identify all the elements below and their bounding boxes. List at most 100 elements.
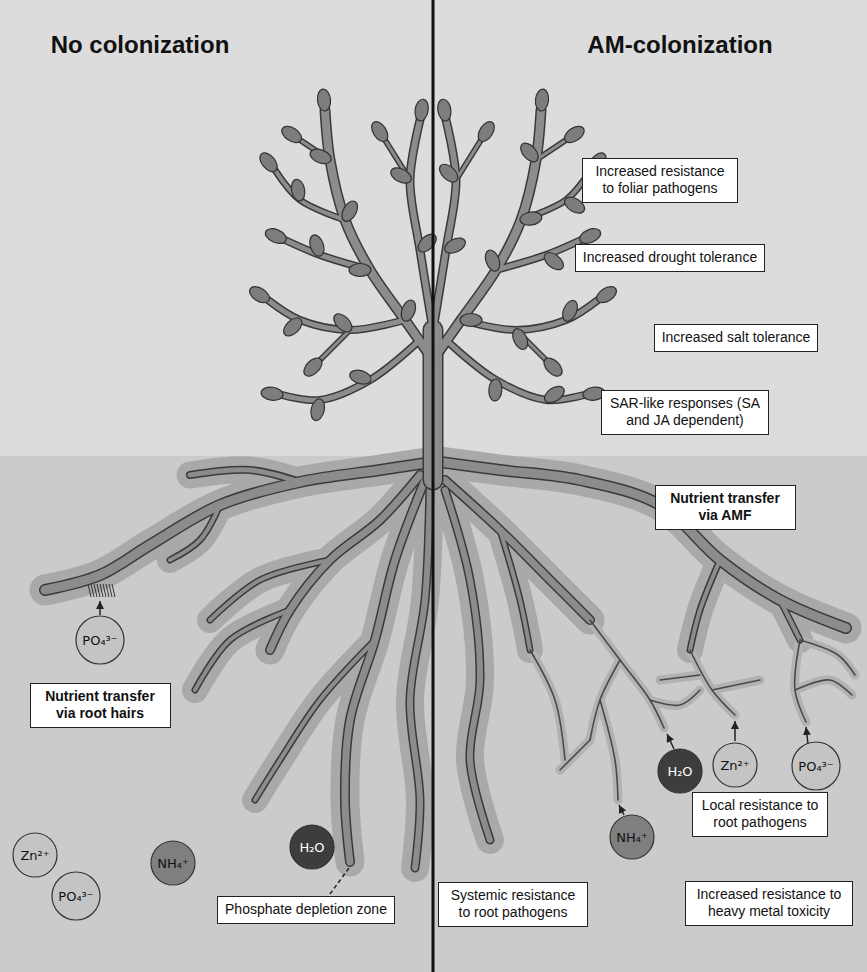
- branch-outline: [282, 340, 420, 400]
- box-text: Nutrient transfer via AMF: [663, 490, 788, 525]
- leaf: [263, 226, 288, 247]
- annotation-box: Nutrient transfer via AMF: [655, 485, 796, 530]
- root-hair: [94, 584, 97, 597]
- leaf: [542, 383, 568, 406]
- root: [440, 462, 846, 628]
- hypha-halo: [660, 675, 700, 680]
- panel-heading: AM-colonization: [587, 31, 772, 59]
- nutrient-ion-circle: NH₄⁺: [609, 814, 655, 860]
- root: [190, 470, 300, 482]
- box-text: Nutrient transfer via root hairs: [38, 688, 163, 723]
- branch: [456, 140, 481, 180]
- branch: [433, 110, 541, 360]
- root-hair: [103, 584, 106, 597]
- box-text: SAR-like responses (SA and JA dependent): [609, 395, 761, 430]
- leaf: [460, 313, 482, 326]
- divider-line: [432, 0, 435, 972]
- root: [255, 640, 375, 800]
- branch: [536, 140, 566, 160]
- leaf: [541, 249, 566, 273]
- annotation-box: Local resistance to root pathogens: [692, 792, 828, 837]
- fungal-hypha: [530, 650, 565, 760]
- leaf: [348, 368, 373, 387]
- leaf: [541, 355, 566, 380]
- branch: [275, 170, 345, 220]
- leaf: [316, 88, 331, 111]
- leaf: [483, 248, 503, 273]
- leaf: [279, 123, 305, 146]
- branch-outline: [456, 140, 481, 180]
- leader-line: [330, 868, 349, 894]
- annotation-box: SAR-like responses (SA and JA dependent): [601, 390, 769, 435]
- annotation-box: Increased drought tolerance: [575, 244, 765, 272]
- ion-circle: [290, 825, 334, 869]
- fungal-hypha: [600, 700, 618, 800]
- rhizosphere-halo: [45, 462, 855, 868]
- leaf: [475, 119, 498, 145]
- annotation-box: Systemic resistance to root pathogens: [438, 882, 588, 927]
- nutrient-ion-circle: PO₄³⁻: [75, 615, 125, 665]
- hypha-halo: [650, 690, 700, 705]
- root: [210, 560, 330, 620]
- leaf: [260, 386, 284, 402]
- ion-label: NH₄⁺: [616, 830, 648, 845]
- leaf: [560, 298, 581, 323]
- leaf: [257, 150, 281, 175]
- leaf: [388, 165, 414, 187]
- ion-circle: [792, 742, 840, 790]
- uptake-arrow: [734, 721, 736, 741]
- root-halo: [690, 560, 720, 650]
- box-text: Increased salt tolerance: [662, 329, 811, 347]
- ion-circle: [151, 841, 195, 885]
- fungal-hypha: [795, 680, 852, 695]
- branch: [325, 110, 433, 360]
- leaf: [510, 326, 531, 351]
- nutrient-ion-circle: H₂O: [657, 748, 703, 794]
- box-text: Increased resistance to heavy metal toxi…: [693, 886, 845, 921]
- leaf: [488, 379, 502, 402]
- leaf: [368, 119, 391, 145]
- leaf: [309, 398, 327, 422]
- leaf: [290, 178, 307, 202]
- box-text: Systemic resistance to root pathogens: [446, 887, 580, 922]
- uptake-arrow: [667, 734, 674, 749]
- root: [500, 530, 530, 650]
- ion-circle: [658, 749, 702, 793]
- leaf: [399, 298, 419, 323]
- root-hair: [112, 584, 115, 597]
- root: [445, 480, 590, 620]
- leaf: [517, 140, 541, 165]
- branch-outline: [320, 330, 350, 360]
- root-outline: [190, 470, 300, 482]
- fungal-hypha: [712, 680, 760, 690]
- root-outline: [255, 640, 375, 800]
- root: [780, 600, 800, 640]
- fungal-hypha: [800, 640, 855, 675]
- leaf: [308, 146, 333, 166]
- branch: [282, 340, 420, 400]
- nutrient-ion-circle: Zn²⁺: [712, 742, 758, 788]
- fungal-hypha: [650, 690, 700, 705]
- branch: [410, 120, 433, 330]
- box-text: Increased drought tolerance: [583, 249, 757, 267]
- annotation-box: Phosphate depletion zone: [217, 896, 395, 924]
- ion-label: PO₄³⁻: [798, 759, 833, 774]
- leaf: [534, 88, 549, 111]
- ion-label: H₂O: [667, 764, 692, 779]
- leaf: [519, 210, 543, 226]
- root-hair: [88, 584, 91, 597]
- annotation-box: Increased salt tolerance: [654, 324, 819, 352]
- ion-label: Zn²⁺: [720, 758, 749, 773]
- nutrient-ion-circle: PO₄³⁻: [791, 741, 841, 791]
- leaf: [349, 263, 371, 276]
- ion-circle: [713, 743, 757, 787]
- nutrient-ion-circle: NH₄⁺: [150, 840, 196, 886]
- fungal-hypha: [795, 640, 806, 722]
- root-halo: [190, 470, 300, 482]
- nutrient-ion-circle: H₂O: [289, 824, 335, 870]
- uptake-arrow: [806, 727, 808, 744]
- leaf: [280, 315, 305, 340]
- ion-label: PO₄³⁻: [58, 889, 93, 904]
- fungal-hypha: [660, 675, 700, 680]
- root-outline: [195, 610, 290, 690]
